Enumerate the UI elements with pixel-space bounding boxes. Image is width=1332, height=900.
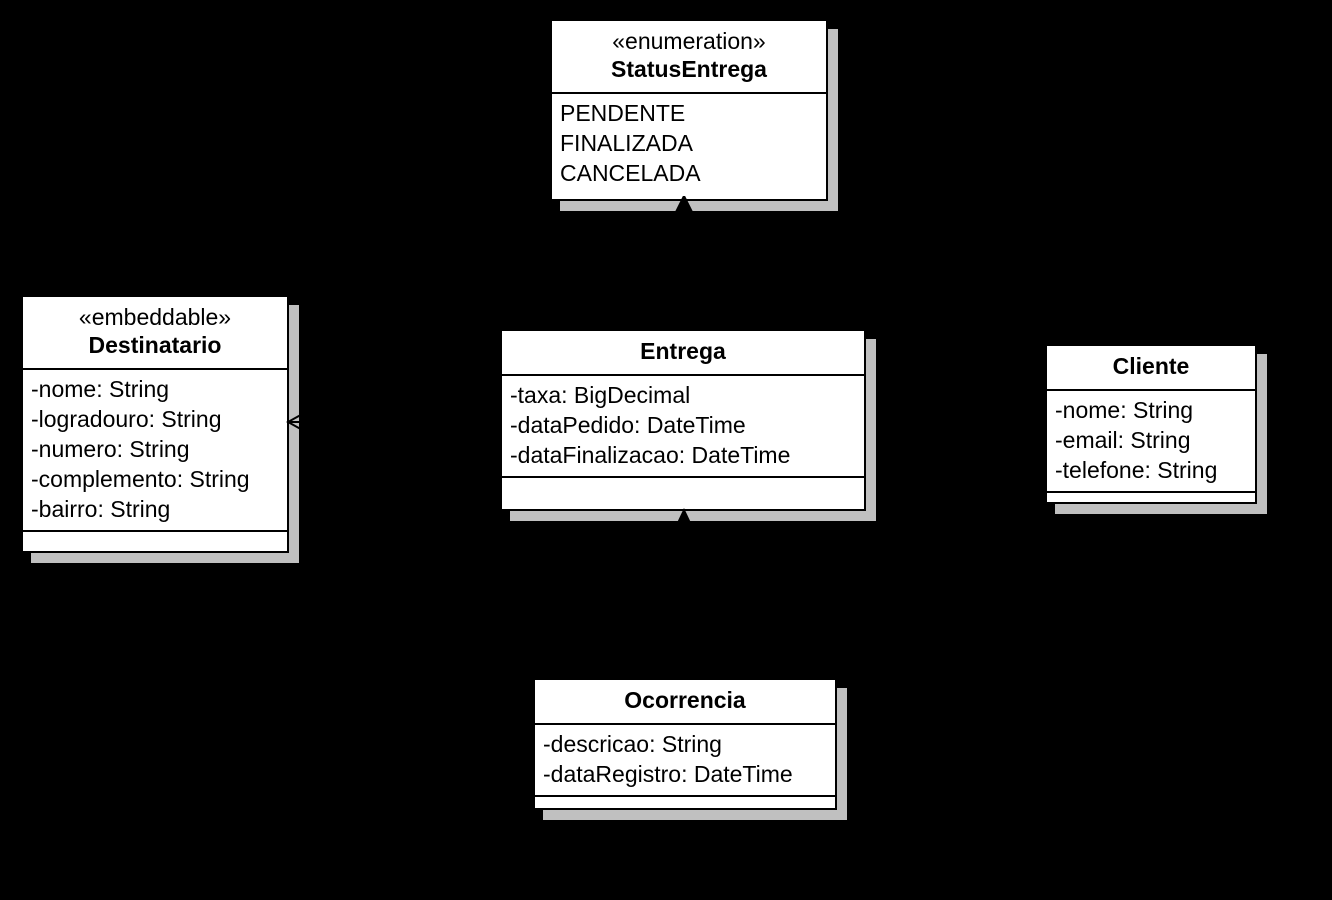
- entrega-operations: [502, 476, 864, 502]
- cliente-operations: [1047, 491, 1255, 517]
- ocorrencia-name: Ocorrencia: [624, 687, 746, 713]
- class-box-ocorrencia[interactable]: Ocorrencia -descricao: String -dataRegis…: [533, 678, 837, 810]
- destinatario-name: Destinatario: [88, 332, 222, 358]
- attribute-line: -email: String: [1055, 427, 1191, 453]
- enum-literal: CANCELADA: [560, 160, 701, 186]
- attribute-line: -dataPedido: DateTime: [510, 412, 746, 438]
- ocorrencia-header: Ocorrencia: [535, 680, 835, 723]
- class-box-entrega[interactable]: Entrega -taxa: BigDecimal -dataPedido: D…: [500, 329, 866, 511]
- attribute-line: -taxa: BigDecimal: [510, 382, 691, 408]
- status-entrega-literals: PENDENTE FINALIZADA CANCELADA: [552, 92, 826, 194]
- destinatario-stereotype: «embeddable»: [78, 304, 232, 330]
- class-box-destinatario[interactable]: «embeddable» Destinatario -nome: String …: [21, 295, 289, 553]
- attribute-line: -descricao: String: [543, 731, 722, 757]
- attribute-line: -nome: String: [31, 376, 170, 402]
- enum-literal: FINALIZADA: [560, 130, 693, 156]
- attribute-line: -dataFinalizacao: DateTime: [510, 442, 791, 468]
- ocorrencia-operations: [535, 795, 835, 821]
- destinatario-attributes: -nome: String -logradouro: String -numer…: [23, 368, 287, 530]
- entrega-header: Entrega: [502, 331, 864, 374]
- status-entrega-stereotype: «enumeration»: [612, 28, 766, 54]
- destinatario-operations: [23, 530, 287, 556]
- attribute-line: -bairro: String: [31, 496, 171, 522]
- attribute-line: -logradouro: String: [31, 406, 222, 432]
- cliente-attributes: -nome: String -email: String -telefone: …: [1047, 389, 1255, 491]
- attribute-line: -telefone: String: [1055, 457, 1218, 483]
- destinatario-header: «embeddable» Destinatario: [23, 297, 287, 368]
- status-entrega-header: «enumeration» StatusEntrega: [552, 21, 826, 92]
- cliente-header: Cliente: [1047, 346, 1255, 389]
- status-entrega-name: StatusEntrega: [611, 56, 767, 82]
- attribute-line: -numero: String: [31, 436, 190, 462]
- cliente-name: Cliente: [1112, 353, 1190, 379]
- attribute-line: -nome: String: [1055, 397, 1194, 423]
- entrega-attributes: -taxa: BigDecimal -dataPedido: DateTime …: [502, 374, 864, 476]
- ocorrencia-attributes: -descricao: String -dataRegistro: DateTi…: [535, 723, 835, 795]
- entrega-name: Entrega: [640, 338, 726, 364]
- class-box-cliente[interactable]: Cliente -nome: String -email: String -te…: [1045, 344, 1257, 504]
- enum-literal: PENDENTE: [560, 100, 686, 126]
- attribute-line: -dataRegistro: DateTime: [543, 761, 793, 787]
- class-box-status-entrega[interactable]: «enumeration» StatusEntrega PENDENTE FIN…: [550, 19, 828, 201]
- attribute-line: -complemento: String: [31, 466, 250, 492]
